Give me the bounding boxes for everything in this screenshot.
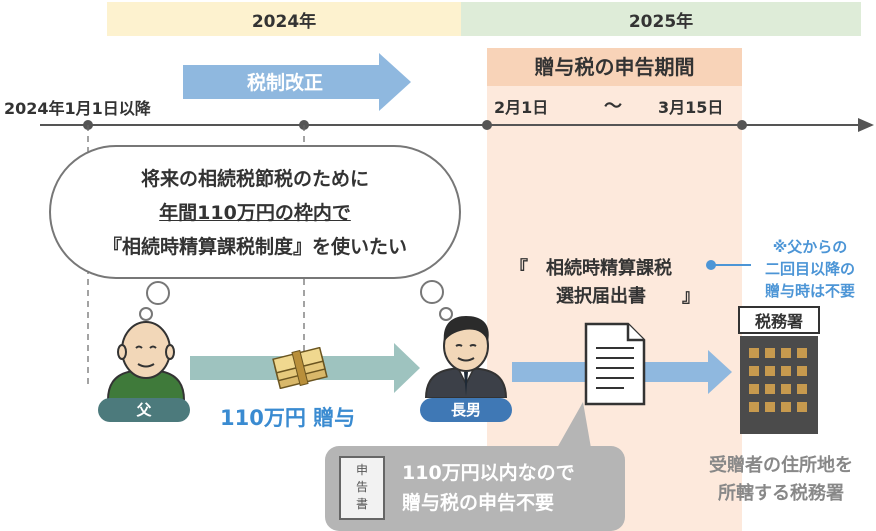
son-label: 長男	[450, 401, 481, 419]
note-connector	[706, 260, 751, 270]
form-name: 『 相続時精算課税 選択届出書 』	[510, 255, 700, 311]
father-badge: 父	[98, 398, 190, 422]
thought-line-1: 将来の相続税節税のために	[140, 168, 369, 190]
note-line-3: 贈与時は不要	[764, 282, 855, 300]
document-icon	[584, 322, 646, 406]
father-label: 父	[136, 401, 152, 419]
thought-bubble	[49, 145, 461, 321]
son-badge: 長男	[420, 398, 512, 422]
timeline-point-feb1	[482, 120, 492, 130]
thought-text: 将来の相続税節税のために 年間110万円の枠内で 『相続時精算課税制度』を使いた…	[55, 162, 455, 264]
period-tilde: 〜	[604, 96, 622, 117]
callout-line-1: 110万円以内なので	[402, 462, 575, 484]
note-line-1: ※父からの	[772, 238, 848, 256]
form-name-line-1: 『 相続時精算課税	[510, 258, 672, 279]
callout-doc-char-3: 書	[355, 497, 368, 511]
filing-period-title: 贈与税の申告期間	[534, 55, 695, 79]
callout-doc-char-1: 申	[355, 463, 368, 477]
year-2025-label: 2025年	[628, 11, 694, 32]
form-flow-arrow	[512, 362, 588, 382]
tax-reform-label: 税制改正	[246, 72, 323, 94]
gift-amount-label: 110万円 贈与	[220, 406, 356, 430]
thought-line-2: 年間110万円の枠内で	[159, 202, 351, 224]
tax-office-caption-line-1: 受贈者の住所地を	[709, 455, 853, 476]
form-name-line-2: 選択届出書 』	[556, 286, 700, 307]
callout-text: 110万円以内なので 贈与税の申告不要	[402, 458, 575, 518]
tax-office-sign-text: 税務署	[754, 312, 803, 331]
office-flow-arrow	[642, 350, 732, 394]
money-icon	[272, 347, 328, 389]
callout-box	[325, 402, 625, 531]
year-2024-label: 2024年	[251, 11, 317, 32]
tax-office-sign: 税務署	[738, 306, 820, 334]
tax-office-building-icon	[740, 336, 818, 434]
year-band-2024: 2024年	[107, 2, 461, 36]
callout-document-icon: 申 告 書	[339, 456, 385, 520]
period-end-date: 3月15日	[658, 98, 724, 117]
tax-office-caption: 受贈者の住所地を 所轄する税務署	[686, 452, 876, 508]
note-line-2: 二回目以降の	[764, 260, 855, 278]
tax-office-caption-line-2: 所轄する税務署	[718, 483, 844, 504]
year-band-2025: 2025年	[461, 2, 861, 36]
callout-line-2: 贈与税の申告不要	[402, 492, 555, 514]
callout-doc-char-2: 告	[355, 480, 368, 494]
thought-line-3: 『相続時精算課税制度』を使いたい	[102, 236, 407, 258]
period-start-date: 2月1日	[494, 98, 549, 117]
father-icon	[106, 321, 186, 400]
start-date-label: 2024年1月1日以降	[4, 99, 151, 118]
timeline-point-mar15	[737, 120, 747, 130]
tax-reform-arrow	[183, 53, 411, 111]
son-icon	[424, 316, 508, 398]
note-text: ※父からの 二回目以降の 贈与時は不要	[748, 236, 872, 302]
filing-period-header: 贈与税の申告期間	[487, 48, 742, 86]
